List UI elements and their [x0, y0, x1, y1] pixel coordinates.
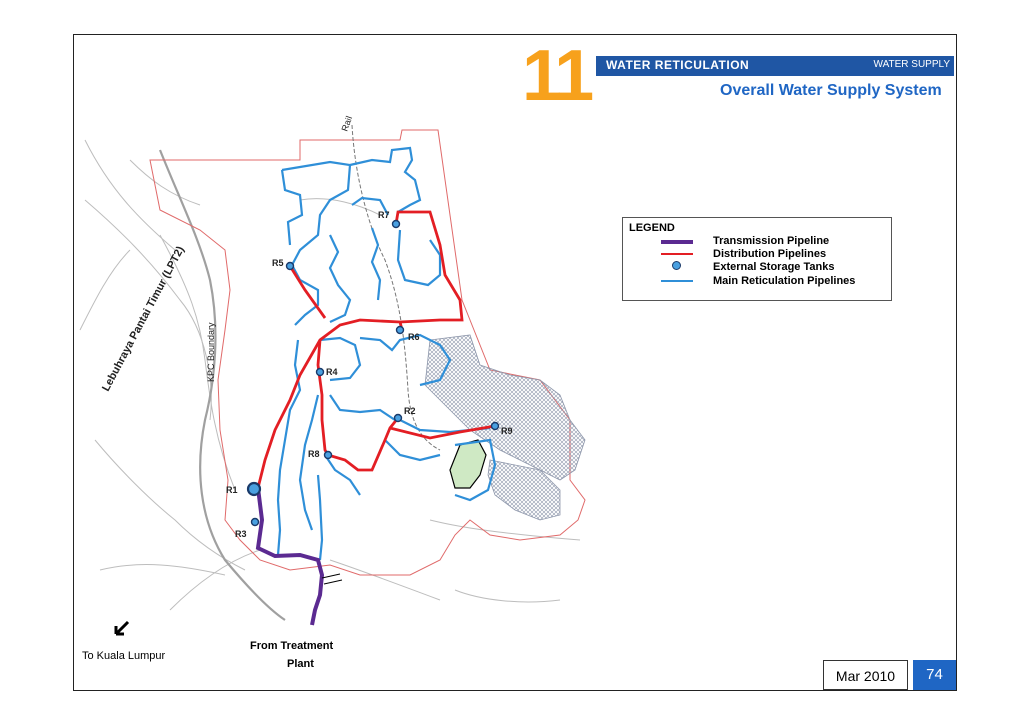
tank-label-r3: R3	[235, 529, 247, 539]
transmission-pipeline	[255, 487, 325, 626]
tank-r3	[250, 517, 260, 527]
tank-r1	[246, 481, 262, 497]
storage-tanks	[246, 219, 500, 527]
tank-label-r1: R1	[226, 485, 238, 495]
chapter-number: 11	[522, 36, 594, 116]
distribution-legend-icon	[661, 253, 693, 255]
tank-r6	[395, 325, 405, 335]
legend-item-transmission: Transmission Pipeline	[713, 235, 830, 247]
legend-title: LEGEND	[629, 222, 675, 234]
boundary-label: KPC Boundary	[206, 322, 216, 382]
green-island	[449, 439, 487, 489]
rail-label: Rail	[339, 115, 354, 133]
page-number: 74	[913, 660, 956, 690]
road-label-lpt2: Lebuhraya Pantai Timur (LPT2)	[100, 244, 187, 393]
legend-item-reticulation: Main Reticulation Pipelines	[713, 275, 856, 287]
kpc-boundary	[149, 129, 586, 576]
footer-date: Mar 2010	[823, 660, 908, 690]
to-kuala-lumpur-label: To Kuala Lumpur	[82, 650, 166, 662]
tank-label-r6: R6	[408, 332, 420, 342]
from-treatment-label: From Treatment	[250, 640, 334, 652]
arrow-to-kl-icon	[114, 620, 130, 636]
tank-label-r4: R4	[326, 367, 338, 377]
tank-r2	[393, 413, 403, 423]
header-title: WATER RETICULATION	[606, 58, 750, 72]
tank-label-r9: R9	[501, 426, 513, 436]
header-bar	[596, 56, 954, 76]
legend-item-distribution: Distribution Pipelines	[713, 248, 827, 260]
tank-label-r8: R8	[308, 449, 320, 459]
reticulation-legend-icon	[661, 280, 693, 282]
from-plant-label: Plant	[287, 658, 314, 670]
transmission-legend-icon	[661, 240, 693, 244]
tank-r8	[323, 450, 333, 460]
legend-box: LEGEND Transmission Pipeline Distributio…	[622, 217, 892, 301]
tank-label-r7: R7	[378, 210, 390, 220]
page-frame	[73, 34, 957, 691]
rail-line	[351, 124, 441, 451]
main-road-lpt2	[158, 149, 286, 621]
legend-item-tanks: External Storage Tanks	[713, 261, 835, 273]
header-section: WATER SUPPLY	[873, 59, 951, 70]
pipe-break-icon	[321, 573, 343, 585]
tank-label-r5: R5	[272, 258, 284, 268]
tank-r5	[285, 261, 295, 271]
tank-r9	[490, 421, 500, 431]
tank-r7	[391, 219, 401, 229]
reticulation-pipelines	[276, 146, 497, 561]
page-subtitle: Overall Water Supply System	[720, 82, 942, 99]
tank-legend-icon	[672, 261, 681, 270]
tank-r4	[315, 367, 325, 377]
tank-label-r2: R2	[404, 406, 416, 416]
